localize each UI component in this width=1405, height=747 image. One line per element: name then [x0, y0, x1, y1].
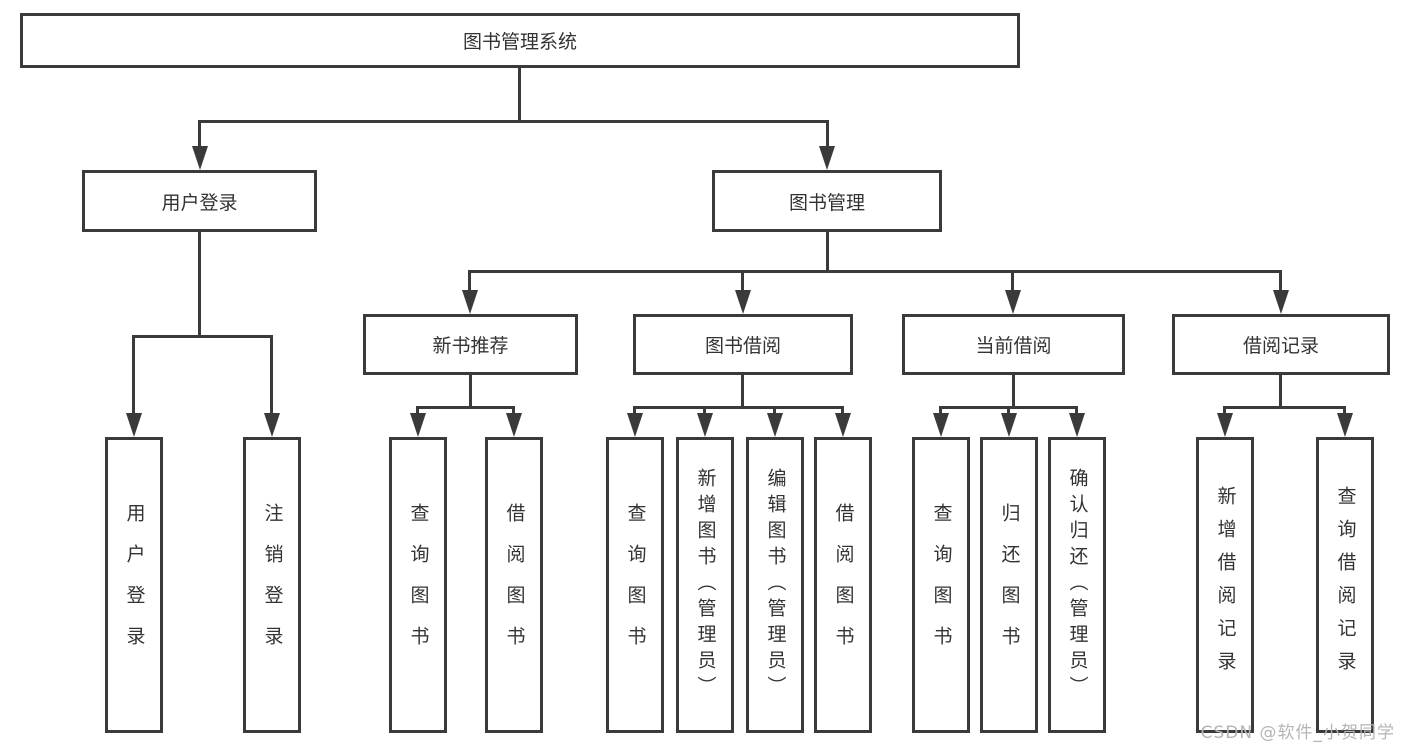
connector-vline	[518, 68, 521, 120]
connector-vline	[826, 232, 829, 270]
arrowhead-down	[410, 413, 426, 437]
connector-vline	[270, 335, 273, 413]
arrowhead-down	[506, 413, 522, 437]
connector-vline	[741, 375, 744, 406]
connector-hline	[198, 120, 829, 123]
connector-vline	[939, 406, 942, 413]
arrowhead-down	[192, 146, 208, 170]
leaf-edit-book-admin-label: 编辑图书（管理员）	[764, 468, 787, 702]
node-book-management: 图书管理	[712, 170, 942, 232]
leaf-borrow-books-borrow: 借阅图书	[814, 437, 872, 733]
connector-hline	[633, 406, 844, 409]
connector-vline	[1223, 406, 1226, 413]
arrowhead-down	[933, 413, 949, 437]
leaf-add-book-admin-label: 新增图书（管理员）	[694, 468, 717, 702]
leaf-return-book: 归还图书	[980, 437, 1038, 733]
node-new-book-recommend: 新书推荐	[363, 314, 578, 375]
connector-vline	[198, 232, 201, 335]
arrowhead-down	[735, 290, 751, 314]
leaf-borrow-books-recommend-label: 借阅图书	[503, 503, 526, 667]
leaf-add-book-admin: 新增图书（管理员）	[676, 437, 734, 733]
arrowhead-down	[1069, 413, 1085, 437]
arrowhead-down	[835, 413, 851, 437]
watermark: CSDN @软件_小贺同学	[1200, 723, 1395, 743]
arrowhead-down	[264, 413, 280, 437]
connector-vline	[826, 120, 829, 146]
leaf-edit-book-admin: 编辑图书（管理员）	[746, 437, 804, 733]
leaf-borrow-books-recommend: 借阅图书	[485, 437, 543, 733]
connector-vline	[1343, 406, 1346, 413]
leaf-borrow-books-borrow-label: 借阅图书	[832, 503, 855, 667]
arrowhead-down	[697, 413, 713, 437]
connector-vline	[468, 270, 471, 290]
node-user-login: 用户登录	[82, 170, 317, 232]
connector-hline	[469, 270, 1282, 273]
connector-vline	[841, 406, 844, 413]
connector-vline	[469, 375, 472, 406]
connector-hline	[132, 335, 273, 338]
node-book-borrow: 图书借阅	[633, 314, 853, 375]
leaf-logout-label: 注销登录	[261, 503, 284, 667]
node-borrow-records: 借阅记录	[1172, 314, 1390, 375]
arrowhead-down	[1273, 290, 1289, 314]
node-borrow-records-label: 借阅记录	[1242, 335, 1319, 357]
leaf-search-books-current: 查询图书	[912, 437, 970, 733]
leaf-return-book-label: 归还图书	[998, 503, 1021, 667]
leaf-search-books-borrow: 查询图书	[606, 437, 664, 733]
arrowhead-down	[1005, 290, 1021, 314]
leaf-search-borrow-record: 查询借阅记录	[1316, 437, 1374, 733]
leaf-user-login-label: 用户登录	[123, 503, 146, 667]
arrowhead-down	[1337, 413, 1353, 437]
leaf-add-borrow-record-label: 新增借阅记录	[1214, 486, 1237, 684]
connector-hline	[416, 406, 515, 409]
connector-hline	[1223, 406, 1346, 409]
node-current-borrow-label: 当前借阅	[975, 335, 1052, 357]
leaf-confirm-return-admin: 确认归还（管理员）	[1048, 437, 1106, 733]
arrowhead-down	[126, 413, 142, 437]
connector-vline	[773, 406, 776, 413]
node-book-borrow-label: 图书借阅	[704, 335, 781, 357]
leaf-search-borrow-record-label: 查询借阅记录	[1334, 486, 1357, 684]
connector-vline	[1011, 270, 1014, 290]
connector-vline	[198, 120, 201, 146]
arrowhead-down	[767, 413, 783, 437]
node-root: 图书管理系统	[20, 13, 1020, 68]
connector-vline	[512, 406, 515, 413]
connector-vline	[1007, 406, 1010, 413]
connector-vline	[1279, 375, 1282, 406]
leaf-search-books-recommend: 查询图书	[389, 437, 447, 733]
leaf-search-books-borrow-label: 查询图书	[624, 503, 647, 667]
arrowhead-down	[1217, 413, 1233, 437]
arrowhead-down	[1001, 413, 1017, 437]
arrowhead-down	[462, 290, 478, 314]
node-new-book-recommend-label: 新书推荐	[432, 335, 509, 357]
connector-vline	[416, 406, 419, 413]
connector-vline	[1279, 270, 1282, 290]
connector-vline	[1075, 406, 1078, 413]
node-book-management-label: 图书管理	[788, 191, 865, 214]
connector-vline	[1012, 375, 1015, 406]
leaf-logout: 注销登录	[243, 437, 301, 733]
leaf-user-login: 用户登录	[105, 437, 163, 733]
leaf-search-books-current-label: 查询图书	[930, 503, 953, 667]
leaf-search-books-recommend-label: 查询图书	[407, 503, 430, 667]
arrowhead-down	[627, 413, 643, 437]
arrowhead-down	[819, 146, 835, 170]
connector-vline	[132, 335, 135, 413]
leaf-confirm-return-admin-label: 确认归还（管理员）	[1066, 468, 1089, 702]
node-root-label: 图书管理系统	[462, 31, 577, 53]
node-user-login-label: 用户登录	[161, 191, 238, 214]
leaf-add-borrow-record: 新增借阅记录	[1196, 437, 1254, 733]
connector-vline	[703, 406, 706, 413]
node-current-borrow: 当前借阅	[902, 314, 1125, 375]
connector-vline	[741, 270, 744, 290]
connector-vline	[633, 406, 636, 413]
